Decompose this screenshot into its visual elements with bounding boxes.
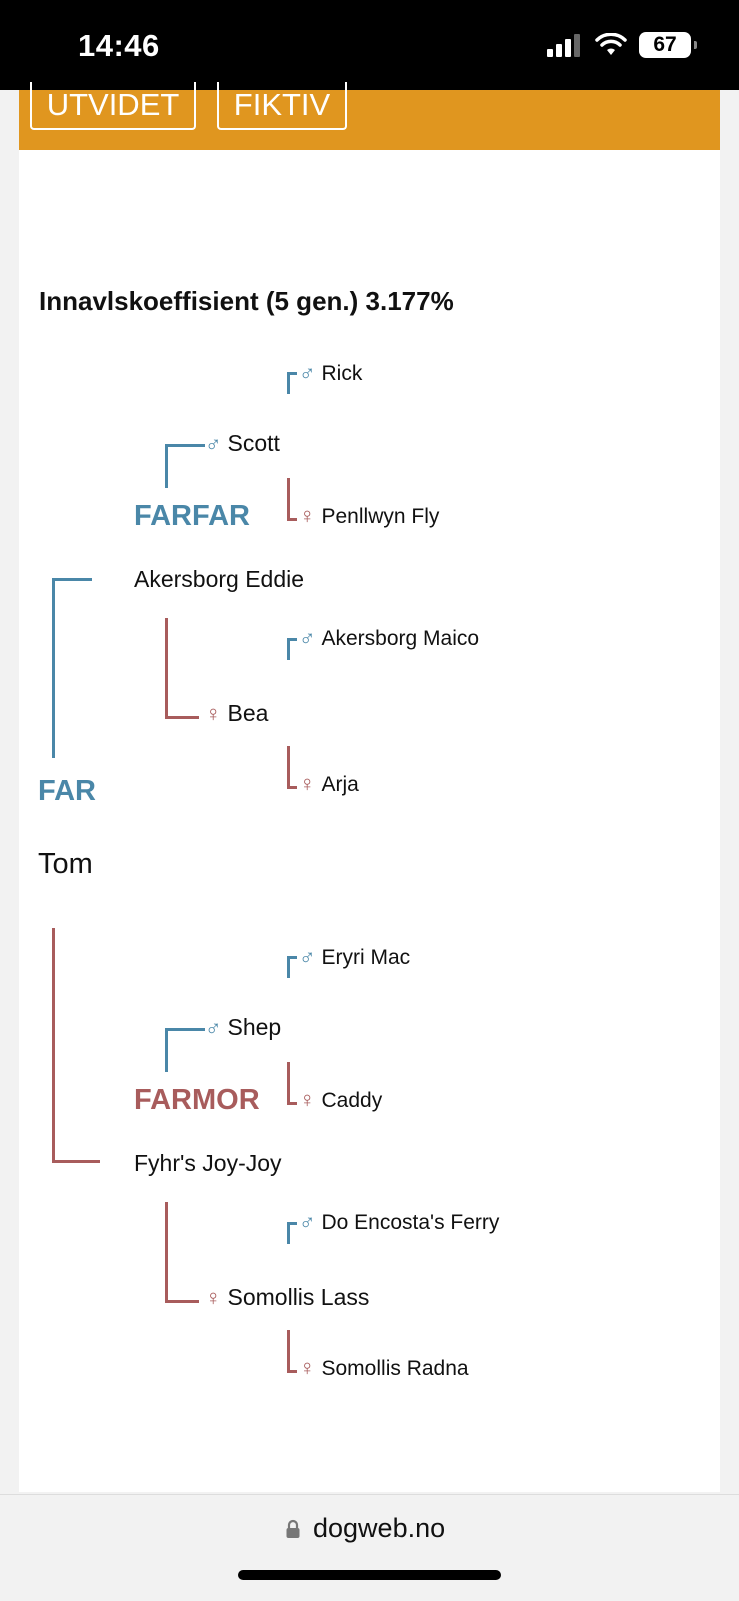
connector-line: [287, 956, 297, 959]
farfar-name[interactable]: Akersborg Eddie: [134, 566, 305, 592]
connector-line: [287, 1102, 297, 1105]
tab-bar: UTVIDET FIKTIV: [19, 82, 720, 150]
connector-line: [287, 1370, 297, 1373]
female-icon: ♀: [205, 1285, 222, 1310]
url-text: dogweb.no: [313, 1513, 446, 1543]
dog-name: Somollis Radna: [321, 1357, 469, 1380]
male-icon: ♂: [299, 625, 316, 650]
battery-icon: 67: [639, 32, 697, 58]
dog-name: Shep: [227, 1014, 282, 1040]
connector-line: [165, 444, 205, 447]
pedigree-entry-scott[interactable]: ♂Scott: [205, 430, 280, 457]
connector-line: [287, 956, 290, 978]
far-label: FAR: [38, 775, 96, 807]
pedigree-entry-shep[interactable]: ♂Shep: [205, 1014, 281, 1041]
connector-line: [52, 1160, 100, 1163]
home-indicator: [238, 1570, 501, 1580]
female-icon: ♀: [299, 1087, 316, 1112]
connector-line: [52, 578, 55, 758]
pedigree-entry-caddy[interactable]: ♀Caddy: [299, 1087, 382, 1113]
connector-line: [287, 478, 290, 520]
farmor-name[interactable]: Fyhr's Joy-Joy: [134, 1150, 282, 1176]
inbreeding-coefficient: Innavlskoeffisient (5 gen.) 3.177%: [39, 286, 454, 316]
connector-line: [287, 372, 290, 394]
male-icon: ♂: [205, 1015, 222, 1040]
tab-fiktiv[interactable]: FIKTIV: [217, 82, 347, 130]
dog-name: Akersborg Maico: [321, 627, 480, 650]
pedigree-entry-eryri-mac[interactable]: ♂Eryri Mac: [299, 944, 410, 970]
pedigree-entry-somollis-lass[interactable]: ♀Somollis Lass: [205, 1284, 369, 1311]
female-icon: ♀: [299, 503, 316, 528]
status-bar: 14:46 67: [0, 0, 739, 90]
farmor-label: FARMOR: [134, 1084, 260, 1116]
dog-name: Scott: [227, 430, 280, 456]
connector-line: [165, 716, 199, 719]
dog-name: Penllwyn Fly: [321, 505, 440, 528]
pedigree-entry-akersborg-maico[interactable]: ♂Akersborg Maico: [299, 625, 479, 651]
farfar-label: FARFAR: [134, 500, 250, 532]
male-icon: ♂: [299, 1209, 316, 1234]
female-icon: ♀: [299, 771, 316, 796]
connector-line: [165, 618, 168, 718]
pedigree-entry-do-encostas-ferry[interactable]: ♂Do Encosta's Ferry: [299, 1209, 499, 1235]
dog-name: Rick: [321, 362, 363, 385]
browser-address-bar[interactable]: dogweb.no: [0, 1494, 739, 1601]
tab-utvidet[interactable]: UTVIDET: [30, 82, 196, 130]
connector-line: [165, 444, 168, 488]
connector-line: [52, 578, 92, 581]
connector-line: [165, 1202, 168, 1302]
battery-level: 67: [653, 33, 677, 56]
pedigree-entry-penllwyn-fly[interactable]: ♀Penllwyn Fly: [299, 503, 439, 529]
pedigree-entry-bea[interactable]: ♀Bea: [205, 700, 268, 727]
connector-line: [165, 1300, 199, 1303]
connector-line: [287, 746, 290, 788]
wifi-icon: [595, 33, 627, 55]
connector-line: [287, 1330, 290, 1372]
connector-line: [287, 1222, 297, 1225]
pedigree-entry-arja[interactable]: ♀Arja: [299, 771, 359, 797]
male-icon: ♂: [299, 944, 316, 969]
status-icons: 67: [547, 32, 697, 58]
connector-line: [287, 638, 290, 660]
cellular-signal-icon: [547, 34, 580, 57]
pedigree-entry-rick[interactable]: ♂Rick: [299, 360, 362, 386]
status-time: 14:46: [78, 28, 160, 63]
dog-name: Caddy: [321, 1089, 383, 1112]
dog-name: Bea: [227, 700, 269, 726]
lock-icon: [286, 1519, 300, 1538]
male-icon: ♂: [205, 431, 222, 456]
connector-line: [165, 1028, 205, 1031]
male-icon: ♂: [299, 360, 316, 385]
connector-line: [287, 1222, 290, 1244]
dog-name: Eryri Mac: [321, 946, 411, 969]
connector-line: [287, 518, 297, 521]
connector-line: [165, 1028, 168, 1072]
connector-line: [52, 928, 55, 1162]
connector-line: [287, 1062, 290, 1104]
connector-line: [287, 638, 297, 641]
far-name[interactable]: Tom: [38, 848, 93, 880]
pedigree-entry-somollis-radna[interactable]: ♀Somollis Radna: [299, 1355, 469, 1381]
dog-name: Do Encosta's Ferry: [321, 1211, 500, 1234]
dog-name: Arja: [321, 773, 359, 796]
connector-line: [287, 786, 297, 789]
female-icon: ♀: [299, 1355, 316, 1380]
female-icon: ♀: [205, 701, 222, 726]
dog-name: Somollis Lass: [227, 1284, 370, 1310]
page-card: [19, 90, 720, 1492]
connector-line: [287, 372, 297, 375]
